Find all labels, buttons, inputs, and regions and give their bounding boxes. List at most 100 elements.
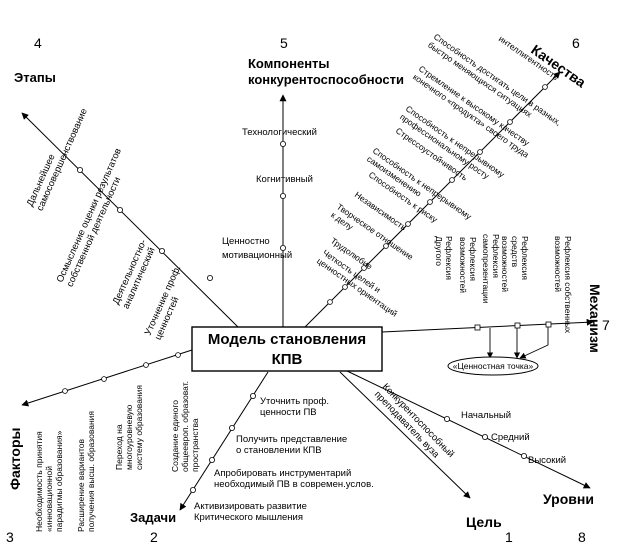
value-point-label: «Ценностная точка» xyxy=(453,361,534,371)
number-3: 3 xyxy=(6,529,14,545)
svg-text:многоуровневую: многоуровневую xyxy=(124,404,134,470)
task-label: Апробировать инструментарий xyxy=(214,468,351,479)
heading-factors: Факторы xyxy=(7,428,23,490)
axis-stages xyxy=(21,112,239,328)
svg-text:систему образования: систему образования xyxy=(134,385,144,470)
quality-point xyxy=(477,149,483,155)
stage-point xyxy=(77,166,84,173)
quality-point xyxy=(427,199,433,205)
factor-label: Необходимость принятия «инновационной па… xyxy=(34,430,64,532)
quality-point xyxy=(405,221,411,227)
heading-goal: Цель xyxy=(466,514,502,530)
svg-text:Рефлексия: Рефлексия xyxy=(491,234,501,278)
quality-point xyxy=(542,84,548,90)
svg-text:Рефлексия: Рефлексия xyxy=(444,236,454,280)
component-point xyxy=(279,244,286,251)
task-point xyxy=(189,486,196,493)
task-point xyxy=(228,424,235,431)
factor-point xyxy=(62,388,68,394)
heading-components-line1: Компоненты xyxy=(248,56,330,71)
stage-point xyxy=(158,247,165,254)
heading-tasks: Задачи xyxy=(130,510,176,525)
mechanism-label: Рефлексия возможностей xyxy=(458,237,478,293)
number-4: 4 xyxy=(34,35,42,51)
stage-point xyxy=(206,274,213,281)
center-title-line2: КПВ xyxy=(272,351,303,368)
level-point xyxy=(443,415,450,422)
heading-components-line2: конкурентоспособности xyxy=(248,72,404,87)
svg-text:Переход на: Переход на xyxy=(114,424,124,470)
factor-point xyxy=(175,352,181,358)
axis-goal xyxy=(339,371,471,499)
svg-text:парадигмы образования»: парадигмы образования» xyxy=(54,430,64,532)
stage-label: Осмысление оценки результатов собственно… xyxy=(55,147,124,289)
svg-text:Другого: Другого xyxy=(434,236,444,266)
stage-label: Дальнейшее самосовершенствование xyxy=(25,107,90,213)
svg-text:возможностей: возможностей xyxy=(500,236,510,292)
svg-text:получения высш. образования: получения высш. образования xyxy=(86,411,96,532)
number-5: 5 xyxy=(280,35,288,51)
component-label: мотивационный xyxy=(222,250,292,261)
component-label: Ценностно xyxy=(222,236,270,247)
svg-text:общеевроп. образоват.: общеевроп. образоват. xyxy=(180,381,190,472)
mechanism-label: Рефлексия собственных возможностей xyxy=(553,236,573,334)
task-point xyxy=(249,392,256,399)
level-point xyxy=(521,452,528,459)
component-label: Технологический xyxy=(242,127,317,138)
axis-mechanism xyxy=(381,318,594,333)
factor-point xyxy=(101,376,107,382)
factor-label: Расширение вариантов получения высш. обр… xyxy=(76,411,96,532)
mechanism-label: Рефлексия самопрезентации xyxy=(481,234,501,304)
component-point xyxy=(279,140,286,147)
factor-label: Создание единого общеевроп. образоват. п… xyxy=(170,381,200,472)
task-label: необходимый ПВ в современ.услов. xyxy=(214,479,374,490)
mechanism-label: Рефлексия Другого xyxy=(434,236,454,280)
svg-text:«инновационной: «инновационной xyxy=(44,466,54,532)
task-label: Критического мышления xyxy=(194,512,303,523)
svg-text:возможностей: возможностей xyxy=(458,237,468,293)
number-7: 7 xyxy=(602,317,610,333)
number-1: 1 xyxy=(505,529,513,545)
factor-label: Переход на многоуровневую систему образо… xyxy=(114,385,144,470)
quality-point xyxy=(449,177,455,183)
task-point xyxy=(208,456,215,463)
axis-qualities xyxy=(304,71,561,328)
level-label: Начальный xyxy=(461,410,511,421)
svg-text:Создание единого: Создание единого xyxy=(170,400,180,472)
mechanism-point xyxy=(545,321,552,328)
svg-text:Расширение вариантов: Расширение вариантов xyxy=(76,439,86,532)
task-label: Получить представление xyxy=(236,434,347,445)
svg-text:Рефлексия собственных: Рефлексия собственных xyxy=(563,236,573,334)
svg-text:самопрезентации: самопрезентации xyxy=(481,234,491,304)
svg-text:пространства: пространства xyxy=(190,418,200,472)
mechanism-link xyxy=(519,327,549,359)
axis-levels xyxy=(344,369,591,489)
mechanism-point xyxy=(474,324,481,331)
task-label: ценности ПВ xyxy=(260,407,317,418)
quality-point xyxy=(507,119,513,125)
task-label: о становлении КПВ xyxy=(236,445,322,456)
svg-text:Рефлексия: Рефлексия xyxy=(520,236,530,280)
svg-text:возможностей: возможностей xyxy=(553,236,563,292)
heading-levels: Уровни xyxy=(543,491,594,507)
heading-mechanism: Механизм xyxy=(587,284,603,353)
component-point xyxy=(279,192,286,199)
quality-point xyxy=(361,265,367,271)
number-8: 8 xyxy=(578,529,586,545)
mechanism-label: Рефлексия средств возможностей xyxy=(500,236,530,292)
svg-text:Рефлексия: Рефлексия xyxy=(468,237,478,281)
axis-factors xyxy=(21,349,193,407)
mechanism-point xyxy=(514,322,521,329)
svg-text:ценностных ориентаций: ценностных ориентаций xyxy=(315,256,399,319)
svg-text:Необходимость принятия: Необходимость принятия xyxy=(34,431,44,532)
quality-point xyxy=(327,299,333,305)
number-6: 6 xyxy=(572,35,580,51)
level-label: Высокий xyxy=(528,455,566,466)
number-2: 2 xyxy=(150,529,158,545)
factor-point xyxy=(143,362,149,368)
level-label: Средний xyxy=(491,432,530,443)
goal-label: Конкурентоспособный преподаватель вуза xyxy=(372,381,456,460)
stage-point xyxy=(117,206,124,213)
task-label: Активизировать развитие xyxy=(194,501,307,512)
